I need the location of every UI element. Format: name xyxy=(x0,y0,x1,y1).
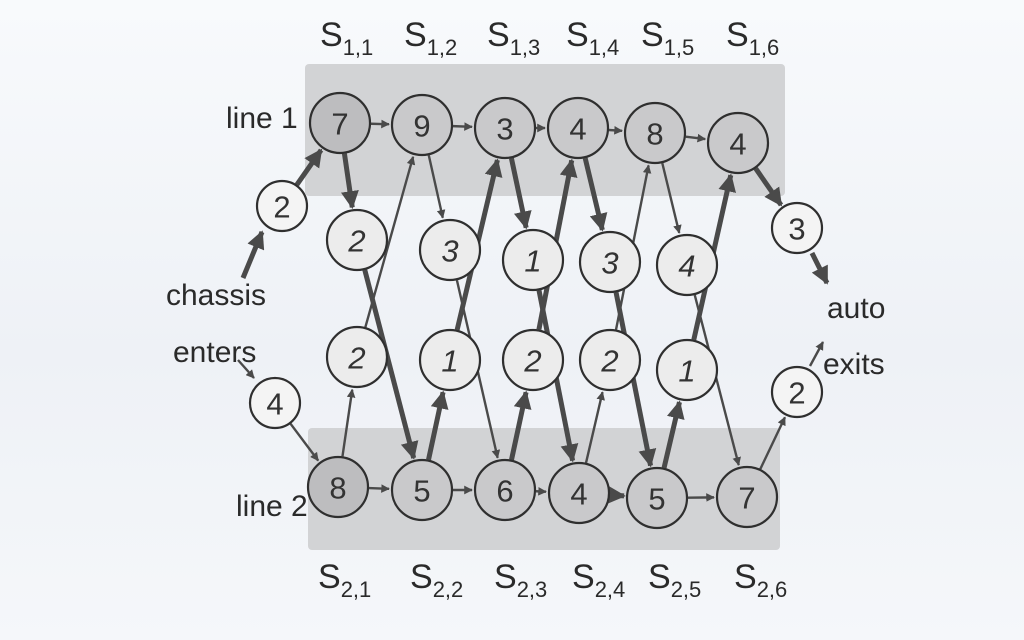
transfer-2to1-2-value: 1 xyxy=(441,344,458,379)
transfer-1to2-3-value: 1 xyxy=(524,244,541,279)
entry-time-line2 xyxy=(248,376,302,430)
edge-exit-line2-to-auto xyxy=(808,341,825,367)
station-label-s1-2: S1,2 xyxy=(404,16,457,60)
edge-s1-1-to-transfer xyxy=(341,153,359,210)
station-s1-2-value: 9 xyxy=(413,109,430,144)
station-label-s2-5: S2,5 xyxy=(648,558,701,602)
transfer-1to2-3 xyxy=(501,228,565,292)
station-s2-3 xyxy=(473,458,537,522)
transfer-2to1-2 xyxy=(418,328,482,392)
entry-time-line2-value: 4 xyxy=(266,387,283,422)
station-s1-4 xyxy=(546,96,610,160)
line1-label: line 1 xyxy=(226,102,298,135)
entry-time-line1 xyxy=(255,179,309,233)
transfer-1to2-2-value: 3 xyxy=(441,234,458,269)
edge-s2-1-to-transfer xyxy=(341,388,356,457)
edge-s2-5-to-transfer xyxy=(661,400,685,469)
station-label-s2-3: S2,3 xyxy=(494,558,547,602)
edge-s1-2-to-transfer xyxy=(427,154,446,219)
edge-s1-4-to-transfer xyxy=(582,157,608,232)
station-s1-2 xyxy=(390,93,454,157)
station-s2-4-value: 4 xyxy=(570,477,587,512)
exit-time-line2 xyxy=(770,365,824,419)
station-s2-5-value: 5 xyxy=(648,482,665,517)
station-label-s2-2: S2,2 xyxy=(410,558,463,602)
station-label-s2-1: S2,1 xyxy=(318,558,371,602)
transfer-1to2-5-value: 4 xyxy=(678,249,695,284)
station-label-s1-3: S1,3 xyxy=(487,16,540,60)
transfer-2to1-3-value: 2 xyxy=(523,344,541,379)
edge-s1-5-to-s1-6 xyxy=(685,133,707,143)
transfer-1to2-1-value: 2 xyxy=(347,224,365,259)
transfer-2to1-4 xyxy=(578,328,642,392)
edge-entry-to-s2-1 xyxy=(289,423,320,462)
station-s2-1 xyxy=(306,455,370,519)
station-label-s2-4: S2,4 xyxy=(572,558,625,602)
edge-chassis-to-entry-line1 xyxy=(240,230,265,279)
transfer-1to2-4-value: 3 xyxy=(601,246,618,281)
station-s2-3-value: 6 xyxy=(496,474,513,509)
edge-transfer-to-s2-6 xyxy=(693,294,741,466)
transfer-1to2-1 xyxy=(325,208,389,272)
station-label-s2-6: S2,6 xyxy=(734,558,787,602)
station-s2-2 xyxy=(390,458,454,522)
station-s1-6 xyxy=(706,111,770,175)
edge-s2-4-to-transfer xyxy=(584,391,605,464)
station-s1-5 xyxy=(623,101,687,165)
auto-exits-label-line2: exits xyxy=(823,348,885,381)
transfer-2to1-5-value: 1 xyxy=(678,354,695,389)
station-s1-1-value: 7 xyxy=(331,107,348,142)
exit-time-line2-value: 2 xyxy=(788,376,805,411)
edge-s1-5-to-transfer xyxy=(661,162,682,234)
station-s1-6-value: 4 xyxy=(729,127,746,162)
station-label-s1-6: S1,6 xyxy=(726,16,779,60)
chassis-enters-label-line1: chassis xyxy=(166,279,266,312)
edge-s2-2-to-transfer xyxy=(426,390,449,461)
entry-time-line1-value: 2 xyxy=(273,190,290,225)
station-s1-1 xyxy=(308,91,372,155)
line2-label: line 2 xyxy=(236,490,308,523)
chassis-enters-label-line2: enters xyxy=(173,336,256,369)
edge-s2-3-to-transfer xyxy=(509,390,532,461)
edge-s1-4-to-s1-5 xyxy=(608,126,623,135)
auto-exits-label-line1: auto xyxy=(827,292,885,325)
edge-s2-4-to-s2-5 xyxy=(607,485,626,504)
station-s2-4 xyxy=(547,461,611,525)
transfer-2to1-1-value: 2 xyxy=(347,341,365,376)
edge-chassis-to-entry-line2 xyxy=(237,359,255,379)
station-s1-4-value: 4 xyxy=(569,112,586,147)
station-s2-6 xyxy=(715,465,779,529)
edge-s2-6-to-exit xyxy=(759,416,787,470)
exit-time-line1-value: 3 xyxy=(788,212,805,247)
station-s1-3 xyxy=(473,96,537,160)
station-label-s1-5: S1,5 xyxy=(641,16,694,60)
station-label-s1-1: S1,1 xyxy=(320,16,373,60)
transfer-2to1-1 xyxy=(325,325,389,389)
station-s2-6-value: 7 xyxy=(738,481,755,516)
edge-s1-6-to-exit xyxy=(753,167,784,207)
edge-exit-line1-to-auto xyxy=(809,251,830,285)
edge-s2-1-to-s2-2 xyxy=(368,484,390,493)
station-label-s1-4: S1,4 xyxy=(566,16,619,60)
transfer-2to1-3 xyxy=(501,328,565,392)
transfer-1to2-5 xyxy=(655,233,719,297)
station-s2-2-value: 5 xyxy=(413,474,430,509)
edge-transfer-to-s1-2 xyxy=(364,155,416,328)
transfer-2to1-5 xyxy=(655,338,719,402)
edge-s1-2-to-s1-3 xyxy=(452,122,473,131)
station-s1-3-value: 3 xyxy=(496,112,513,147)
transfer-2to1-4-value: 2 xyxy=(600,344,618,379)
exit-time-line1 xyxy=(770,201,824,255)
transfer-1to2-4 xyxy=(578,230,642,294)
station-s1-5-value: 8 xyxy=(646,117,663,152)
station-s2-5 xyxy=(625,466,689,530)
transfer-1to2-2 xyxy=(418,218,482,282)
edge-entry-to-s1-1 xyxy=(294,148,324,187)
station-s2-1-value: 8 xyxy=(329,471,346,506)
edge-s1-3-to-transfer xyxy=(508,157,532,230)
